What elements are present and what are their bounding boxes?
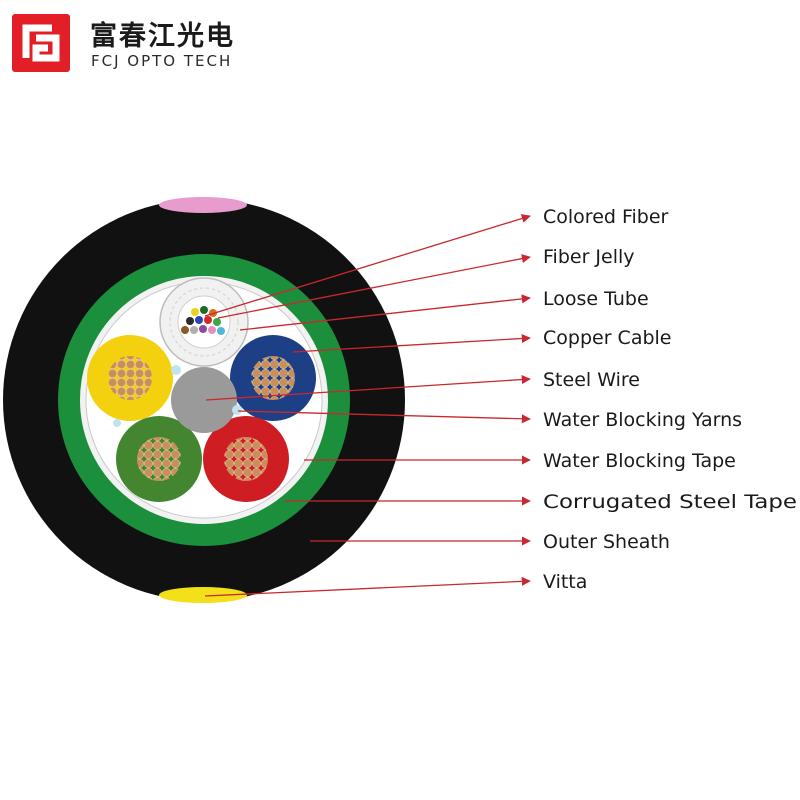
leader-vitta (204, 576, 531, 597)
leader-colored-fiber (204, 214, 531, 317)
label-colored-fiber: Colored Fiber (543, 206, 669, 228)
water-blocking-yarns (113, 365, 242, 427)
label-copper-cable: Copper Cable (543, 327, 672, 349)
label-water-blocking-yarns: Water Blocking Yarns (543, 409, 742, 431)
brand-name-cn: 富春江光电 (90, 21, 235, 52)
steel-wire (171, 367, 237, 433)
fcj-logo-icon (12, 14, 70, 72)
loose-tube (159, 277, 249, 367)
vitta-top (159, 197, 247, 213)
label-loose-tube: Loose Tube (543, 288, 649, 310)
leader-steel-wire (205, 374, 531, 401)
label-vitta: Vitta (543, 571, 587, 593)
vitta-bottom (159, 587, 247, 603)
label-water-blocking-tape: Water Blocking Tape (543, 450, 736, 472)
leader-lines (204, 214, 531, 597)
brand-name-en: FCJ OPTO TECH (91, 52, 233, 70)
brand-logo: 富春江光电 FCJ OPTO TECH (12, 8, 272, 78)
copper-cable-green (116, 416, 202, 502)
label-fiber-jelly: Fiber Jelly (543, 246, 635, 268)
copper-cable-yellow (87, 335, 173, 421)
colored-fibers (181, 306, 225, 335)
leader-fiber-jelly (217, 254, 531, 319)
leader-water-blocking-yarns (237, 410, 531, 424)
leader-loose-tube (239, 294, 531, 331)
leader-copper-cable (292, 333, 531, 353)
label-outer-sheath: Outer Sheath (543, 531, 670, 553)
copper-cable-red (203, 416, 289, 502)
copper-cable-blue (230, 335, 316, 421)
label-steel-wire: Steel Wire (543, 369, 640, 391)
label-corrugated-steel-tape: Corrugated Steel Tape (543, 491, 797, 513)
